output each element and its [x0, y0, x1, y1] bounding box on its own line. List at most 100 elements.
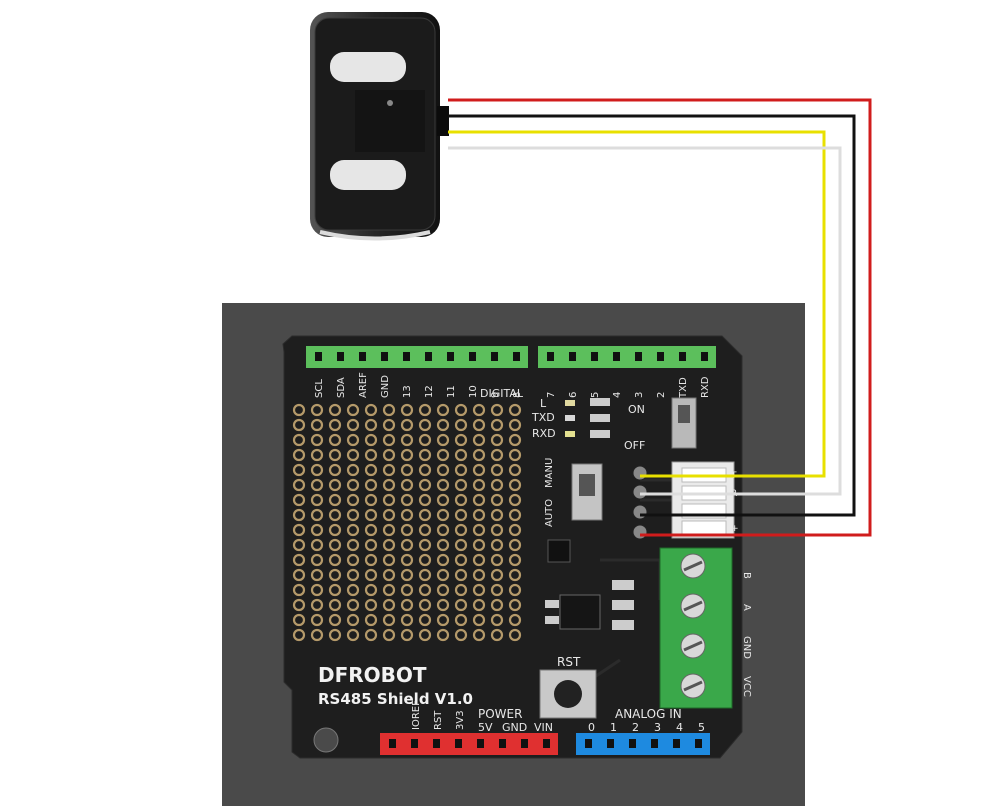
terminal-label-b: B: [741, 572, 752, 579]
solder-pad: [436, 613, 450, 627]
solder-pad: [436, 433, 450, 447]
solder-pad: [364, 433, 378, 447]
solder-pad: [382, 448, 396, 462]
terminal-label-a: A: [741, 604, 752, 611]
solder-pad: [346, 418, 360, 432]
solder-pad: [490, 418, 504, 432]
solder-pad: [346, 538, 360, 552]
solder-pad: [346, 508, 360, 522]
top-label-left-4: 13: [402, 385, 413, 398]
screw-slot: [683, 600, 703, 612]
solder-pad: [490, 433, 504, 447]
solder-pad: [508, 508, 522, 522]
top-label-right-3: 4: [612, 392, 623, 398]
solder-pad: [364, 478, 378, 492]
reset-button: RST: [539, 655, 597, 719]
power-header-hole: [477, 739, 484, 748]
solder-pad: [400, 433, 414, 447]
solder-pad: [472, 613, 486, 627]
solder-pad: [418, 433, 432, 447]
solder-pad: [490, 583, 504, 597]
digital-header-right-hole: [547, 352, 554, 361]
solder-pad: [310, 418, 324, 432]
solder-pad: [454, 493, 468, 507]
solder-pad: [292, 418, 306, 432]
solder-pad: [310, 553, 324, 567]
solder-pad: [436, 553, 450, 567]
solder-pad: [292, 433, 306, 447]
solder-pad: [346, 493, 360, 507]
solder-pad: [490, 568, 504, 582]
solder-pad: [508, 418, 522, 432]
solder-pad: [382, 568, 396, 582]
power-header-hole: [389, 739, 396, 748]
wire-white: [448, 146, 842, 496]
solder-pad: [454, 463, 468, 477]
solder-pad: [292, 403, 306, 417]
solder-pad: [400, 418, 414, 432]
solder-pad: [508, 628, 522, 642]
screw-slot: [683, 640, 703, 652]
solder-pad: [382, 598, 396, 612]
solder-pad: [400, 583, 414, 597]
solder-pad: [346, 478, 360, 492]
solder-pad: [310, 403, 324, 417]
solder-pad: [472, 553, 486, 567]
solder-pad: [400, 568, 414, 582]
solder-pad: [454, 583, 468, 597]
solder-pad: [364, 553, 378, 567]
solder-pad: [436, 508, 450, 522]
solder-pad: [400, 538, 414, 552]
solder-pad: [292, 598, 306, 612]
solder-pad: [436, 448, 450, 462]
solder-pad: [472, 418, 486, 432]
solder-pad: [454, 508, 468, 522]
solder-pad: [328, 433, 342, 447]
solder-pad: [418, 478, 432, 492]
solder-pad: [436, 583, 450, 597]
solder-pad: [454, 568, 468, 582]
solder-pad: [490, 598, 504, 612]
solder-pad: [454, 433, 468, 447]
digital-header-left-hole: [337, 352, 344, 361]
solder-pad: [400, 508, 414, 522]
solder-pad: [472, 628, 486, 642]
analog-header-hole: [695, 739, 702, 748]
solder-pad: [454, 478, 468, 492]
solder-pad: [400, 553, 414, 567]
analog-header-hole: [673, 739, 680, 748]
solder-pad: [508, 463, 522, 477]
screw-terminal: B A GND VCC: [659, 547, 752, 709]
solder-pad: [508, 538, 522, 552]
digital-header-left-hole: [513, 352, 520, 361]
solder-pad: [490, 478, 504, 492]
solder-pad: [328, 403, 342, 417]
solder-pad: [292, 463, 306, 477]
solder-pad: [328, 598, 342, 612]
solder-pad: [454, 628, 468, 642]
solder-pad: [472, 463, 486, 477]
solder-pad: [310, 508, 324, 522]
led-label-l: L: [540, 397, 547, 410]
solder-pad: [418, 583, 432, 597]
solder-pad: [436, 538, 450, 552]
solder-pad: [292, 538, 306, 552]
wire-red: [448, 98, 872, 537]
screw-slot: [683, 560, 703, 572]
digital-header-left-hole: [469, 352, 476, 361]
solder-pad: [328, 523, 342, 537]
rs485-shield-pcb: [282, 335, 743, 759]
solder-pad: [382, 553, 396, 567]
solder-pad: [490, 493, 504, 507]
digital-header-left-hole: [491, 352, 498, 361]
solder-pad: [454, 538, 468, 552]
solder-pad: [436, 493, 450, 507]
top-label-right-6: TXD: [678, 377, 689, 399]
power-switch: ON OFF: [624, 397, 697, 452]
digital-header-right-hole: [613, 352, 620, 361]
screw-slot: [683, 680, 703, 692]
solder-pad: [346, 598, 360, 612]
solder-pad: [328, 628, 342, 642]
